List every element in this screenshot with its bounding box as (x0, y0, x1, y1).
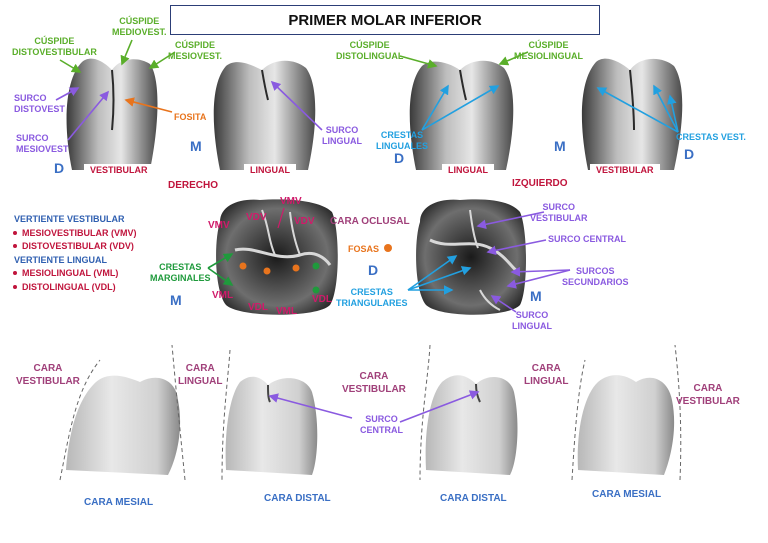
label-surco-vestibular: SURCO VESTIBULAR (530, 202, 588, 223)
label-surco-lingual-1: SURCO LINGUAL (322, 125, 362, 146)
fosas-dot-icon (384, 244, 392, 252)
tooth-distal-left (419, 344, 518, 481)
label-surco-mesiovest: SURCO MESIOVEST (16, 133, 69, 154)
label-vml-2: VML (276, 306, 298, 317)
label-cara-lingual-2: CARA LINGUAL (524, 363, 569, 387)
label-cara-mesial-1: CARA MESIAL (84, 497, 154, 508)
label-m-4: M (530, 288, 542, 304)
label-surco-distovest: SURCO DISTOVEST (14, 93, 65, 114)
label-surco-lingual-2: SURCO LINGUAL (512, 310, 552, 331)
label-vdl-2: VDL (312, 294, 332, 305)
label-crestas-vest: CRESTAS VEST. (676, 132, 746, 142)
label-cusp-mesiovest: CÚSPIDE MESIOVEST. (168, 40, 223, 61)
label-fosas: FOSAS (348, 244, 380, 254)
label-m-1: M (190, 138, 202, 154)
label-cusp-distolingual: CÚSPIDE DISTOLINGUAL (336, 40, 404, 61)
label-surco-central-bottom: SURCO CENTRAL (360, 414, 403, 435)
legend-item: DISTOVESTIBULAR (VDV) (13, 240, 137, 254)
label-d-1: D (54, 160, 65, 176)
label-surco-central-occ: SURCO CENTRAL (548, 234, 626, 244)
label-vdl-1: VDL (248, 302, 268, 313)
legend-item: DISTOLINGUAL (VDL) (13, 281, 137, 295)
legend-header-vestibular: VERTIENTE VESTIBULAR (14, 214, 125, 224)
label-derecho: DERECHO (168, 180, 219, 191)
label-d-3: D (684, 146, 695, 162)
label-crestas-linguales: CRESTAS LINGUALES (376, 130, 429, 151)
label-cara-vestibular-1: CARA VESTIBULAR (16, 363, 80, 387)
label-cara-distal-2: CARA DISTAL (440, 493, 507, 504)
label-crestas-marginales: CRESTAS MARGINALES (150, 262, 211, 283)
legend-item: MESIOLINGUAL (VML) (13, 267, 137, 281)
label-m-3: M (170, 292, 182, 308)
label-fosita: FOSITA (174, 112, 207, 122)
label-cara-distal-1: CARA DISTAL (264, 493, 331, 504)
tooth-mesial-right (59, 344, 186, 481)
label-cara-mesial-2: CARA MESIAL (592, 489, 662, 500)
page-title: PRIMER MOLAR INFERIOR (170, 5, 600, 35)
label-cara-vestibular-2: CARA VESTIBULAR (342, 371, 406, 395)
label-lingual-1: LINGUAL (244, 164, 296, 176)
tooth-vestibular-left (581, 58, 683, 170)
label-vestibular-2: VESTIBULAR (590, 164, 660, 176)
tooth-mesial-left (571, 344, 682, 481)
label-m-2: M (554, 138, 566, 154)
label-cusp-distovestibular: CÚSPIDE DISTOVESTIBULAR (12, 36, 97, 57)
tooth-lingual-right (213, 60, 316, 170)
tooth-vestibular-right (66, 58, 158, 170)
label-crestas-triangulares: CRESTAS TRIANGULARES (336, 287, 408, 308)
label-cara-oclusal: CARA OCLUSAL (330, 216, 410, 227)
label-d-2: D (394, 150, 405, 166)
label-izquierdo: IZQUIERDO (512, 178, 568, 189)
legend-item: MESIOVESTIBULAR (VMV) (13, 227, 137, 241)
label-cara-lingual-1: CARA LINGUAL (178, 363, 223, 387)
label-d-4: D (368, 262, 379, 278)
label-vdv-1: VDV (246, 212, 267, 223)
legend-header-lingual: VERTIENTE LINGUAL (14, 254, 108, 265)
label-vml-1: VML (212, 290, 234, 301)
tooth-distal-right (221, 349, 318, 481)
label-surcos-secundarios: SURCOS SECUNDARIOS (562, 266, 629, 287)
label-cusp-mediovest: CÚSPIDE MEDIOVEST. (112, 16, 167, 37)
tooth-occlusal-right (216, 199, 338, 315)
label-cara-vestibular-3: CARA VESTIBULAR (676, 383, 740, 407)
legend: VERTIENTE VESTIBULAR MESIOVESTIBULAR (VM… (13, 213, 137, 295)
label-vmv-1: VMV (208, 220, 230, 231)
label-vdv-2: VDV (294, 216, 315, 227)
tooth-lingual-left (409, 60, 514, 170)
label-vmv-2: VMV (280, 196, 302, 207)
label-cusp-mesiolingual: CÚSPIDE MESIOLINGUAL (514, 40, 583, 61)
tooth-occlusal-left (416, 199, 526, 315)
label-lingual-2: LINGUAL (442, 164, 494, 176)
label-vestibular-1: VESTIBULAR (84, 164, 154, 176)
